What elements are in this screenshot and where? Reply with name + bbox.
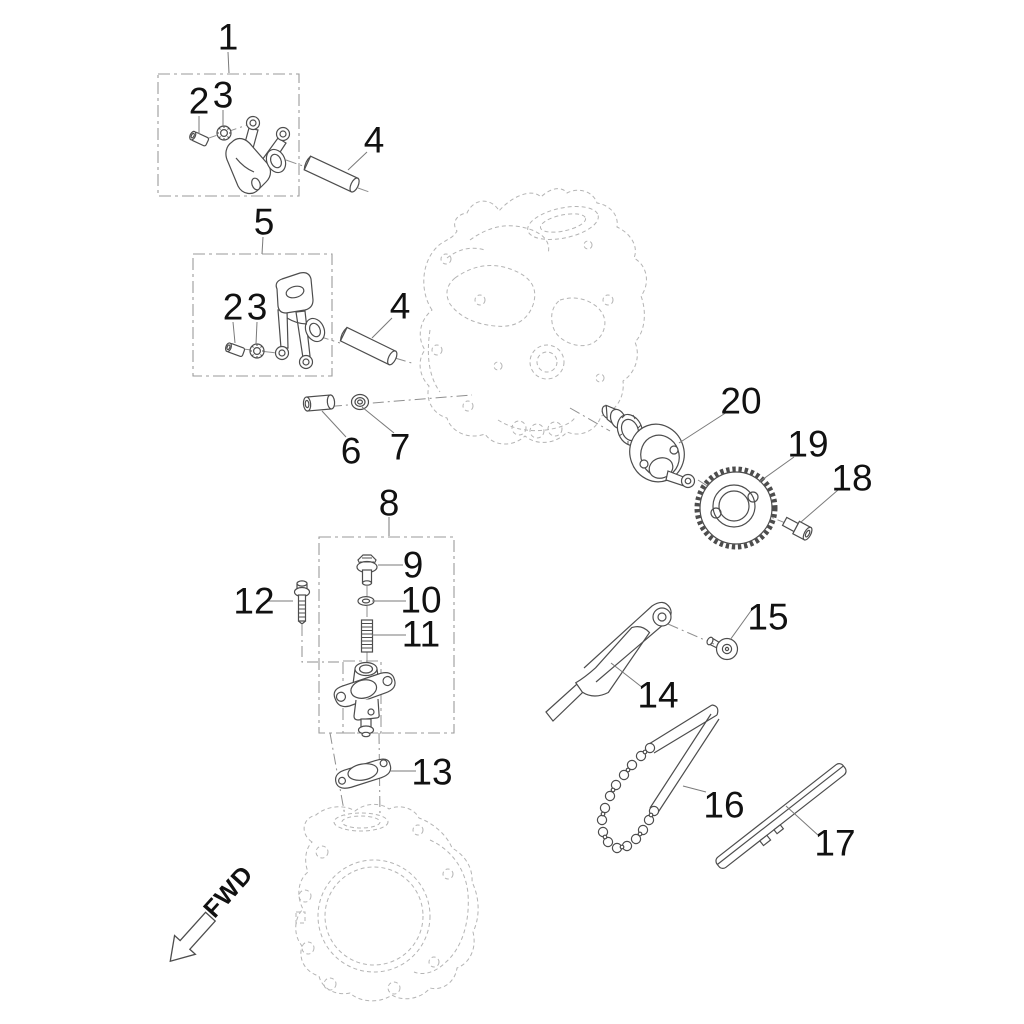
spring-11 bbox=[360, 619, 374, 653]
callout-2a: 2 bbox=[188, 80, 210, 122]
cylinder-head-ghost bbox=[419, 188, 647, 445]
nut-3b bbox=[249, 343, 265, 359]
screw-2b bbox=[224, 342, 246, 358]
callout-1: 1 bbox=[217, 16, 239, 58]
fwd-arrow bbox=[169, 911, 217, 963]
callout-11: 11 bbox=[401, 613, 441, 655]
callout-18: 18 bbox=[831, 457, 873, 499]
callout-5: 5 bbox=[253, 201, 275, 243]
dowel-6 bbox=[302, 394, 336, 412]
shaft-pin-4a bbox=[303, 155, 360, 193]
chain-guide-17 bbox=[715, 763, 847, 869]
callout-12: 12 bbox=[233, 580, 275, 622]
callout-19: 19 bbox=[787, 423, 829, 465]
tensioner-arm-14 bbox=[545, 601, 672, 722]
cam-sprocket-19 bbox=[694, 466, 778, 550]
flange-bolt-12 bbox=[293, 580, 311, 625]
cylinder-block-ghost bbox=[295, 803, 479, 1002]
sealing-washer-10 bbox=[357, 595, 375, 606]
callout-8: 8 bbox=[378, 482, 400, 524]
callout-4a: 4 bbox=[363, 119, 385, 161]
assembly-box-1 bbox=[157, 73, 300, 197]
rocker-arm-assembly-5 bbox=[224, 272, 398, 370]
callout-6: 6 bbox=[340, 430, 362, 472]
center-lines bbox=[205, 123, 789, 817]
shaft-pin-4b bbox=[339, 326, 398, 366]
chain-links bbox=[596, 742, 660, 854]
callout-3b: 3 bbox=[246, 286, 268, 328]
callout-13: 13 bbox=[411, 751, 453, 793]
assembly-box-8 bbox=[318, 536, 455, 734]
washer-7 bbox=[350, 393, 370, 411]
cap-bolt-9 bbox=[356, 554, 378, 586]
rocker-arm-assembly-1 bbox=[189, 115, 360, 195]
callout-3a: 3 bbox=[212, 74, 234, 116]
tensioner-body-drawing bbox=[333, 661, 396, 738]
callout-14: 14 bbox=[637, 674, 679, 716]
gasket-13 bbox=[334, 758, 392, 789]
callout-15: 15 bbox=[747, 596, 789, 638]
leader-lines bbox=[198, 51, 839, 837]
nut-3a bbox=[216, 125, 232, 141]
callout-7: 7 bbox=[389, 426, 411, 468]
callout-20: 20 bbox=[720, 380, 762, 422]
cam-chain-16 bbox=[596, 704, 720, 854]
callout-16: 16 bbox=[703, 784, 745, 826]
callout-2b: 2 bbox=[222, 286, 244, 328]
callout-17: 17 bbox=[814, 822, 856, 864]
callout-4b: 4 bbox=[389, 285, 411, 327]
tensioner-assembly-8 bbox=[293, 554, 396, 738]
callout-9: 9 bbox=[402, 544, 424, 586]
pivot-screw-15 bbox=[706, 636, 739, 661]
rocker-arm-1-drawing bbox=[225, 115, 291, 195]
camshaft-20 bbox=[601, 404, 696, 489]
callout-10: 10 bbox=[400, 579, 442, 621]
rocker-arm-5-drawing bbox=[274, 272, 326, 370]
sprocket-bolt-18 bbox=[781, 516, 813, 541]
screw-2a bbox=[189, 130, 210, 147]
